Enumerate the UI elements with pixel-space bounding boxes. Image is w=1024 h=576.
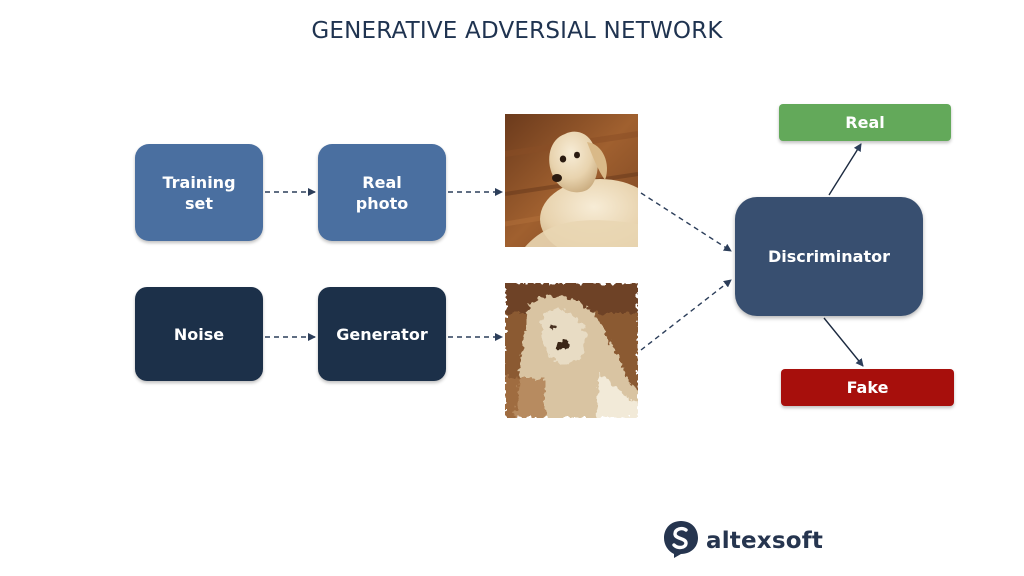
altexsoft-logo-icon bbox=[662, 519, 700, 563]
arrow-real-image-to-discriminator bbox=[640, 192, 732, 252]
logo-wordmark: altexsoft bbox=[706, 528, 824, 554]
discriminator-node: Discriminator bbox=[735, 197, 923, 316]
fake-output-node: Fake bbox=[781, 369, 954, 406]
real-output-node: Real bbox=[779, 104, 951, 141]
generator-node: Generator bbox=[318, 287, 446, 381]
real-dog-photo bbox=[505, 114, 638, 247]
diagram-title: GENERATIVE ADVERSIAL NETWORK bbox=[311, 18, 723, 44]
arrow-fake-image-to-discriminator bbox=[640, 279, 732, 351]
altexsoft-logo: altexsoft bbox=[662, 519, 823, 563]
arrow-discriminator-to-fake bbox=[823, 317, 864, 367]
arrow-discriminator-to-real bbox=[828, 143, 862, 196]
generated-dog-photo bbox=[505, 283, 638, 418]
noise-node: Noise bbox=[135, 287, 263, 381]
training-set-node: Training set bbox=[135, 144, 263, 241]
real-photo-node: Real photo bbox=[318, 144, 446, 241]
